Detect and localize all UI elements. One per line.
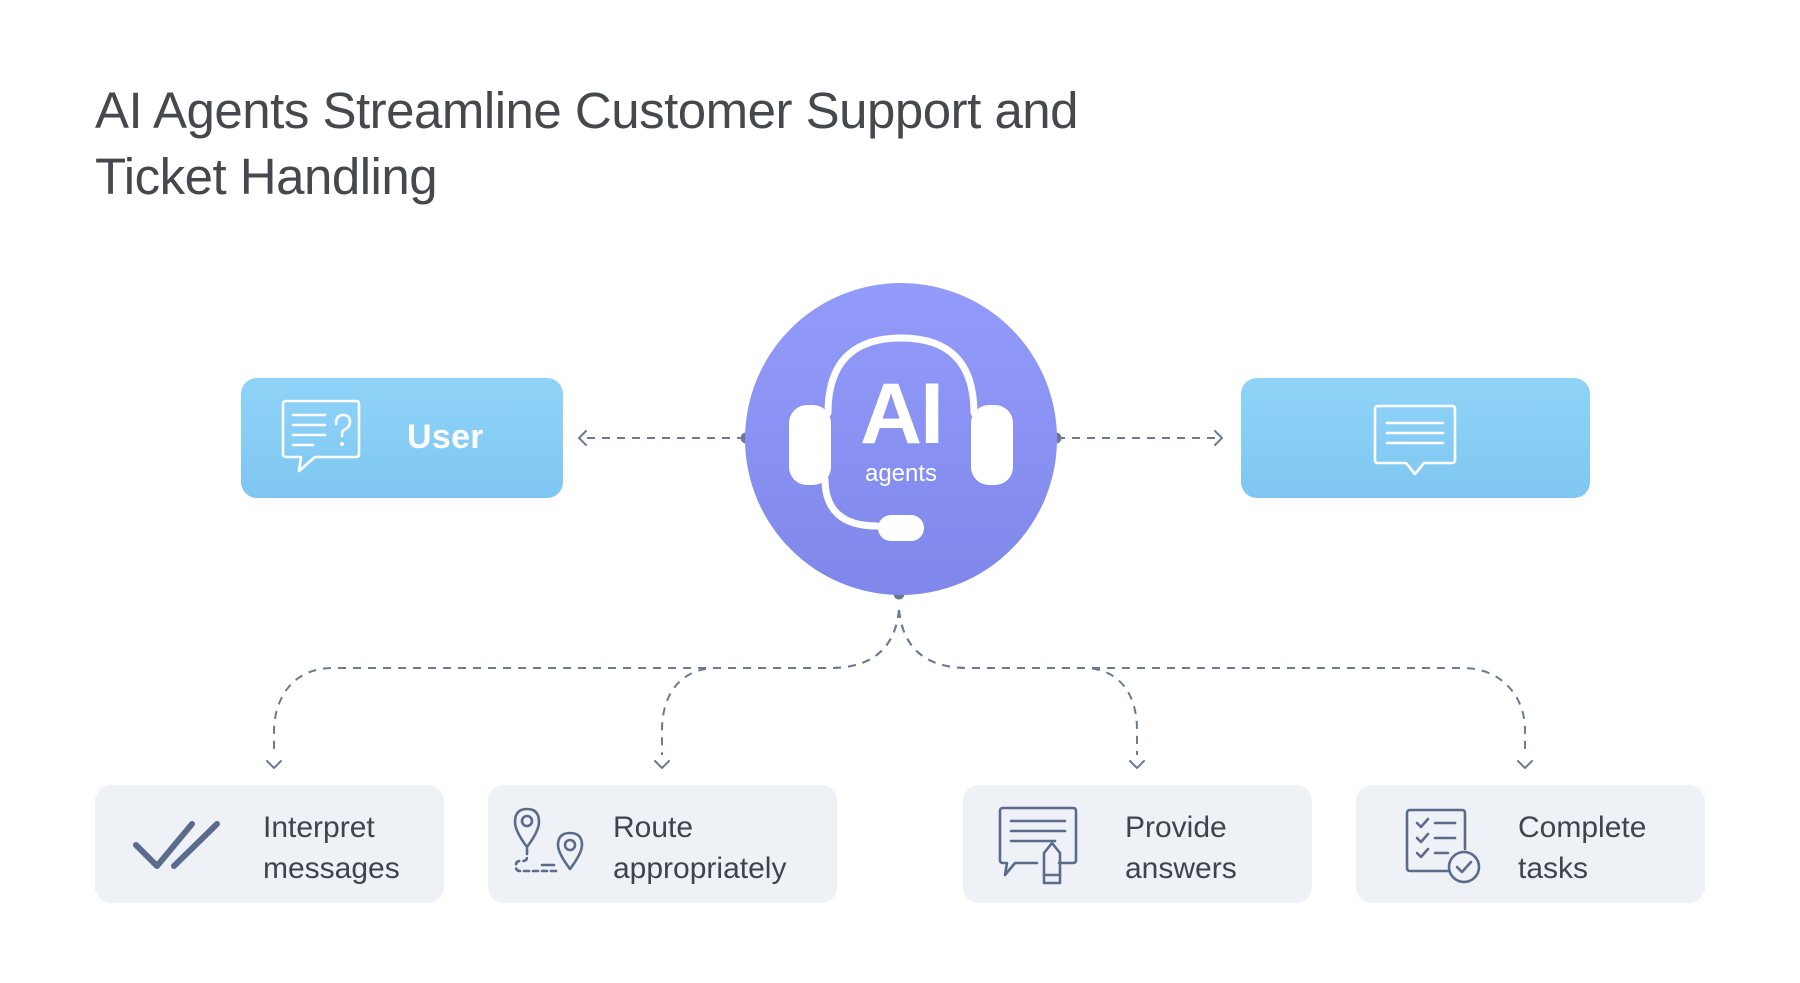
card-label-line-1: Complete	[1518, 811, 1647, 844]
card-complete-tasks: Complete tasks	[1356, 785, 1705, 903]
card-label-line-2: answers	[1125, 852, 1237, 885]
card-label: Provide answers	[1125, 807, 1237, 889]
user-label: User	[407, 418, 484, 456]
double-check-icon	[133, 821, 220, 869]
card-label: Interpret messages	[263, 807, 400, 889]
message-icon	[1373, 404, 1457, 476]
card-label-line-2: messages	[263, 852, 400, 885]
route-pins-icon	[513, 807, 584, 873]
card-provide-answers: Provide answers	[963, 785, 1312, 903]
card-label-line-2: tasks	[1518, 852, 1589, 885]
user-box: User	[241, 378, 563, 498]
ai-agents-hub: AI agents	[745, 283, 1057, 595]
card-label: Route appropriately	[613, 807, 786, 889]
card-label-line-2: appropriately	[613, 852, 787, 885]
hub-agents-text: agents	[864, 460, 938, 487]
hub-ai-text: AI	[860, 366, 944, 462]
headset-icon	[789, 334, 1013, 541]
card-label-line-1: Route	[613, 811, 694, 844]
page-title: AI Agents Streamline Customer Support an…	[95, 78, 1195, 210]
card-label-line-1: Provide	[1125, 811, 1227, 844]
chat-question-icon	[281, 399, 361, 473]
card-label: Complete tasks	[1518, 807, 1646, 889]
chat-pencil-icon	[998, 806, 1078, 885]
card-interpret-messages: Interpret messages	[95, 785, 444, 903]
checklist-icon	[1405, 808, 1481, 884]
card-route-appropriately: Route appropriately	[488, 785, 837, 903]
title-line-1: AI Agents Streamline Customer Support an…	[95, 82, 1079, 139]
title-line-2: Ticket Handling	[95, 148, 438, 205]
card-label-line-1: Interpret	[263, 811, 375, 844]
response-box	[1241, 378, 1590, 498]
